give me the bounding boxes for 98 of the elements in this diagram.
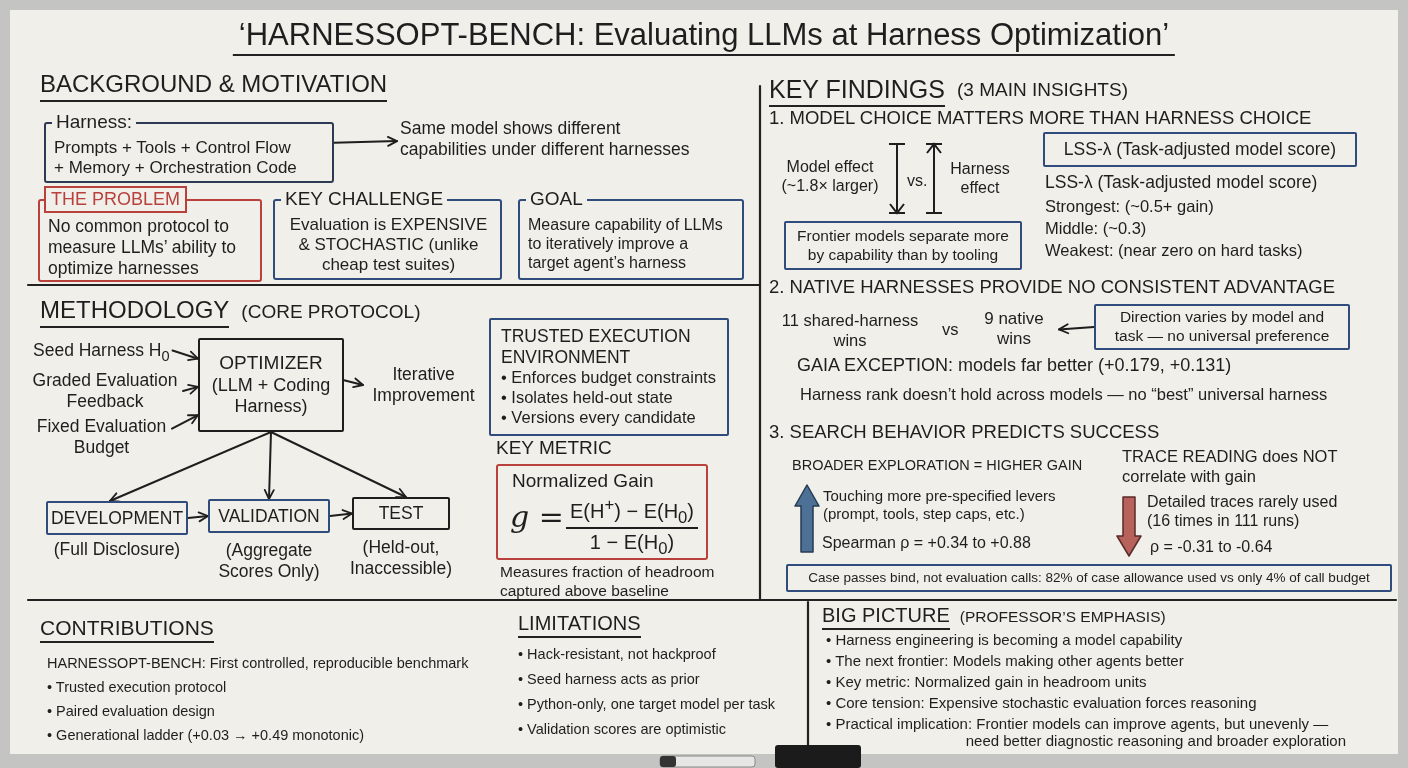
box-caption: (Aggregate Scores Only) [217, 540, 321, 582]
box-title: OPTIMIZER [219, 352, 323, 375]
note-text: Harness effect [949, 159, 1011, 198]
note-text: HARNESSOPT-BENCH: First controlled, reproducible benchmark [47, 655, 469, 673]
flow-arrow [1058, 323, 1095, 335]
box-title: THE PROBLEM [44, 186, 188, 213]
note-text: vs. [907, 171, 928, 191]
input-label: Graded Evaluation Feedback [30, 370, 180, 412]
flow-arrow [343, 377, 364, 389]
bullet-item: • Isolates held-out state [501, 388, 673, 408]
formula-denominator: 1 − E(H$_{0}$) [588, 531, 676, 553]
flow-arrow [270, 431, 407, 499]
section-subheading: (CORE PROTOCOL) [241, 301, 421, 324]
flow-arrow [171, 349, 199, 362]
note-text: Strongest: (~0.5+ gain) [1045, 197, 1214, 217]
box-label: (LLM + Coding Harness) [210, 374, 332, 418]
box-text: Evaluation is EXPENSIVE & STOCHASTIC (unlike cheap test suites) [288, 214, 489, 276]
box-label: Direction varies by model and task — no universal preference [1113, 308, 1331, 346]
optimizer-box [198, 338, 344, 432]
bullet-item: • Practical implication: Frontier models can improve agents, but unevenly — need better diagnostic reasoning and broader exploration [826, 715, 1346, 750]
bullet-item: • Enforces budget constraints [501, 368, 716, 389]
input-label: Seed Harness H$_{0}$ [33, 340, 170, 361]
output-label: Iterative Improvement [366, 364, 481, 406]
bullet-item: • Generational ladder (+0.03 → +0.49 monotonic) [47, 727, 365, 745]
box-label: Case passes bind, not evaluation calls: 82% of case allowance used vs only 4% of call budget [808, 569, 1370, 587]
bullet-item: • Harness engineering is becoming a model capability [826, 631, 1183, 649]
finding-heading: 1. MODEL CHOICE MATTERS MORE THAN HARNESS CHOICE [769, 107, 1312, 130]
note-text: Middle: (~0.3) [1045, 219, 1147, 239]
box-label: TEST [378, 503, 424, 524]
box-caption: Measures fraction of headroom captured above baseline [500, 563, 716, 601]
box-text: Measure capability of LLMs to iteratively improve a target agent’s harness [528, 214, 724, 273]
page-title: ‘HARNESSOPT-BENCH: Evaluating LLMs at Harness Optimization’ [232, 16, 1176, 57]
bullet-item: • Core tension: Expensive stochastic evaluation forces reasoning [826, 694, 1257, 712]
box-subtitle: Normalized Gain [512, 471, 654, 492]
flow-arrow [187, 511, 209, 523]
box-caption: (Held-out, Inaccessible) [348, 537, 454, 579]
formula-numerator: E(H$^{+}$) − E(H$_{0}$) [569, 500, 695, 522]
box-title: KEY METRIC [496, 438, 612, 459]
note-text: vs [942, 320, 959, 340]
stage-box [208, 499, 330, 533]
flow-arrow [108, 431, 272, 503]
note-text: Spearman ρ = +0.34 to +0.88 [822, 533, 1031, 553]
section-heading: LIMITATIONS [518, 611, 641, 638]
stage-box [46, 501, 188, 535]
flow-arrow [171, 414, 199, 430]
note-box [1094, 304, 1350, 350]
stage-box [352, 497, 450, 530]
flow-arrow [329, 509, 353, 520]
bullet-item: • Hack-resistant, not hackproof [518, 646, 716, 664]
flow-arrow [182, 384, 199, 395]
section-heading: METHODOLOGY [40, 296, 230, 328]
box-label: Frontier models separate more by capability than by tooling [796, 226, 1010, 265]
bullet-item: • Seed harness acts as prior [518, 671, 700, 689]
box-label: LSS-λ (Task-adjusted model score) [1063, 139, 1337, 160]
note-text: Weakest: (near zero on hard tasks) [1045, 241, 1303, 261]
finding-heading: 3. SEARCH BEHAVIOR PREDICTS SUCCESS [769, 421, 1160, 444]
flow-arrow [333, 135, 398, 147]
section-heading: BIG PICTURE [822, 603, 950, 630]
box-title: TRUSTED EXECUTION ENVIRONMENT [501, 326, 692, 369]
section-heading: CONTRIBUTIONS [40, 615, 214, 644]
note-text: Detailed traces rarely used (16 times in 111 runs) [1147, 492, 1339, 531]
section-subheading: (PROFESSOR’S EMPHASIS) [959, 608, 1166, 627]
note-text: ρ = -0.31 to -0.64 [1150, 537, 1273, 557]
metric-box [496, 438, 708, 560]
summary-box [786, 564, 1392, 592]
bullet-item: • Trusted execution protocol [47, 679, 227, 697]
problem-box [38, 186, 262, 282]
outcome-text: Same model shows different capabilities under different harnesses [400, 118, 705, 160]
box-caption: (Full Disclosure) [52, 539, 182, 560]
bullet-item: • The next frontier: Models making other agents better [826, 652, 1184, 670]
section-heading: BACKGROUND & MOTIVATION [40, 70, 388, 102]
score-box [1043, 132, 1357, 167]
section-subheading: (3 MAIN INSIGHTS) [956, 79, 1128, 102]
note-text: BROADER EXPLORATION = HIGHER GAIN [792, 457, 1083, 475]
formula-lhs: g = [510, 500, 564, 533]
box-text: No common protocol to measure LLMs’ ability to optimize harnesses [48, 215, 238, 279]
bullet-item: • Key metric: Normalized gain in headroom units [826, 673, 1147, 691]
bullet-item: • Versions every candidate [501, 407, 696, 428]
insight-box [784, 221, 1022, 270]
box-text: Prompts + Tools + Control Flow + Memory + Orchestration Code [54, 137, 298, 179]
box-label: VALIDATION [218, 505, 320, 527]
bullet-item: • Python-only, one target model per task [518, 696, 776, 714]
bullet-item: • Paired evaluation design [47, 703, 215, 721]
environment-box [489, 318, 729, 436]
note-text: TRACE READING does NOT correlate with gain [1122, 447, 1339, 487]
section-heading: KEY FINDINGS [769, 74, 945, 107]
note-text: LSS-λ (Task-adjusted model score) [1045, 172, 1318, 193]
box-label: DEVELOPMENT [50, 507, 184, 529]
bullet-item: • Validation scores are optimistic [518, 721, 726, 739]
note-text: GAIA EXCEPTION: models far better (+0.179, +0.131) [797, 355, 1232, 377]
input-label: Fixed Evaluation Budget [34, 416, 169, 458]
note-text: Model effect (~1.8× larger) [780, 157, 880, 196]
note-text: Harness rank doesn’t hold across models — no “best” universal harness [800, 385, 1328, 405]
flow-arrow [263, 431, 275, 500]
note-text: 11 shared-harness wins [780, 311, 920, 351]
finding-heading: 2. NATIVE HARNESSES PROVIDE NO CONSISTENT ADVANTAGE [769, 276, 1336, 299]
result-label: 9 native wins [972, 309, 1056, 350]
note-text: Touching more pre-specified levers (prompt, tools, step caps, etc.) [823, 487, 1057, 523]
